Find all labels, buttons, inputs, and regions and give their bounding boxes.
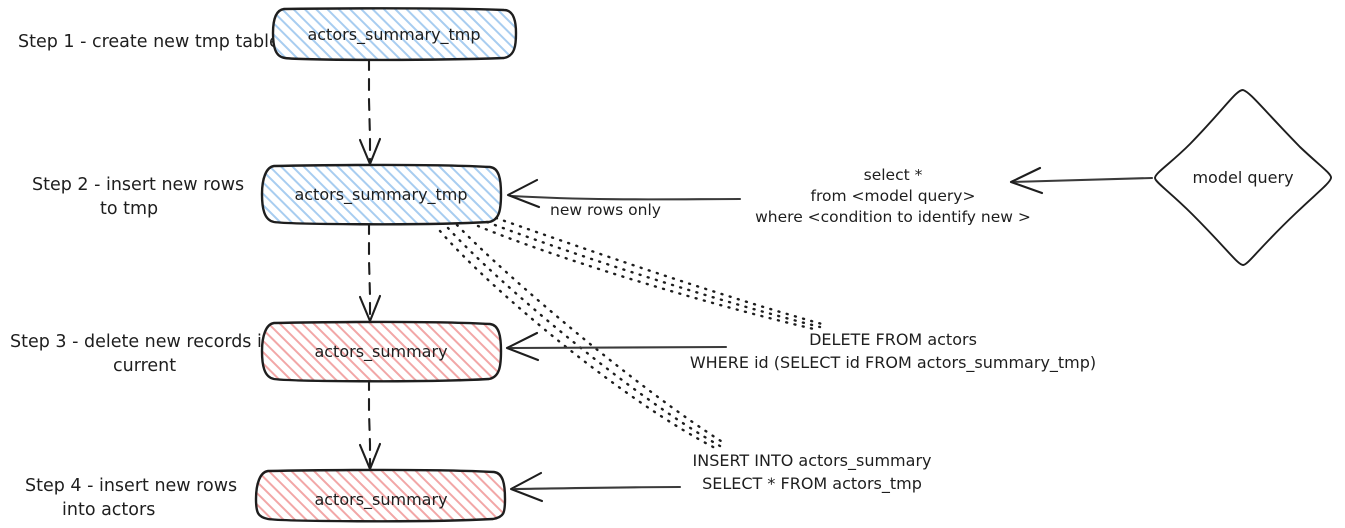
- node-actors-summary-tmp-step1[interactable]: actors_summary_tmp: [271, 7, 518, 62]
- step-4-label-line-1: Step 4 - insert new rows: [25, 476, 237, 496]
- step-3-label: Step 3 - delete new records in current: [10, 332, 273, 376]
- edge-label-new-rows-only: new rows only: [550, 201, 661, 219]
- step-3-label-line-1: Step 3 - delete new records in: [10, 332, 273, 352]
- node-label: actors_summary: [314, 342, 447, 362]
- node-shape: [1154, 89, 1332, 266]
- step-2-label: Step 2 - insert new rows to tmp: [32, 175, 244, 219]
- node-actors-summary-step3[interactable]: actors_summary: [260, 320, 503, 383]
- arrowhead-icon: [506, 178, 541, 209]
- edge-label-model-query-line-1: select *: [864, 166, 923, 184]
- step-4-label-line-2: into actors: [62, 500, 155, 520]
- node-model-query-diamond[interactable]: model query: [1154, 89, 1332, 266]
- annotation-delete-line-2: WHERE id (SELECT id FROM actors_summary_…: [690, 353, 1096, 373]
- node-actors-summary-step4[interactable]: actors_summary: [254, 468, 507, 523]
- node-actors-summary-tmp-step2[interactable]: actors_summary_tmp: [260, 163, 503, 226]
- edge-model-query-to-node2: new rows only select * from <model query…: [506, 166, 1154, 226]
- dotted-fan-node2-to-delete-annotation: [476, 216, 824, 332]
- edge-label-model-query-line-3: where <condition to identify new >: [755, 208, 1031, 226]
- edge-insert-annotation-to-node4: INSERT INTO actors_summary SELECT * FROM…: [509, 451, 932, 503]
- dotted-fan-node2-to-insert-annotation: [438, 223, 726, 451]
- node-label: actors_summary_tmp: [294, 185, 467, 205]
- arrowhead-icon: [509, 471, 544, 503]
- step-4-label: Step 4 - insert new rows into actors: [25, 476, 237, 520]
- arrowhead-icon: [505, 331, 540, 362]
- step-2-label-line-2: to tmp: [100, 199, 158, 219]
- node-shape: [271, 7, 518, 62]
- arrowhead-icon: [1009, 166, 1044, 195]
- annotation-insert-line-2: SELECT * FROM actors_tmp: [702, 474, 922, 494]
- step-3-label-line-2: current: [113, 356, 176, 376]
- annotation-insert-line-1: INSERT INTO actors_summary: [693, 451, 932, 471]
- node-label: model query: [1192, 168, 1293, 187]
- step-1-label: Step 1 - create new tmp table: [18, 32, 280, 52]
- node-shape: [260, 320, 503, 383]
- annotation-delete-line-1: DELETE FROM actors: [809, 330, 977, 349]
- node-label: actors_summary: [314, 490, 447, 510]
- node-shape: [254, 468, 507, 523]
- edge-label-model-query-line-2: from <model query>: [811, 187, 976, 205]
- edge-delete-annotation-to-node3: DELETE FROM actors WHERE id (SELECT id F…: [505, 330, 1096, 373]
- node-label: actors_summary_tmp: [307, 25, 480, 45]
- step-1-label-line-1: Step 1 - create new tmp table: [18, 32, 280, 52]
- step-2-label-line-1: Step 2 - insert new rows: [32, 175, 244, 195]
